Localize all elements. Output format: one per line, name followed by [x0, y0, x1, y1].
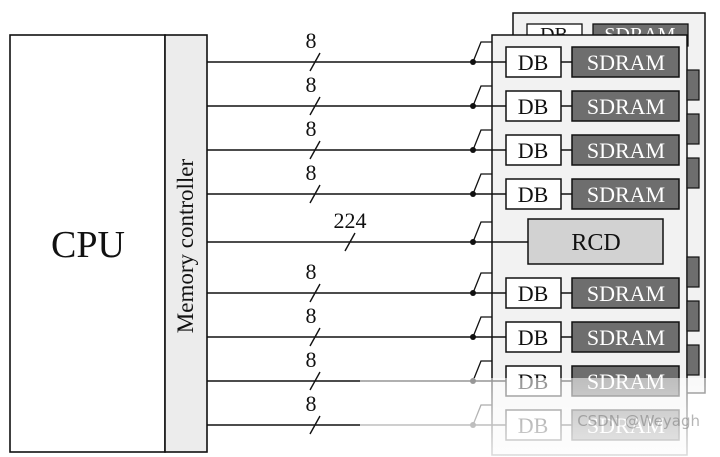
- bus-slash: [309, 140, 321, 160]
- bus-width-label: 224: [334, 208, 367, 233]
- bus-width-label: 8: [306, 303, 317, 328]
- rcd-block: [527, 218, 664, 265]
- sdram-chip-label: SDRAM: [587, 138, 665, 163]
- sdram-chip: [571, 90, 680, 122]
- db-chip: [505, 178, 562, 210]
- branch-line: [472, 173, 492, 195]
- db-chip-label: DB: [518, 325, 549, 350]
- bus-slash: [309, 184, 321, 204]
- sdram-chip-label: SDRAM: [587, 325, 665, 350]
- bus-slash: [309, 283, 321, 303]
- sdram-chip-label: SDRAM: [587, 50, 665, 75]
- db-chip-label: DB: [518, 182, 549, 207]
- bus-width-label: 8: [306, 347, 317, 372]
- sdram-chip-label: SDRAM: [587, 94, 665, 119]
- sdram-chip: [571, 178, 680, 210]
- sdram-chip: [571, 321, 680, 353]
- sdram-chip-label: SDRAM: [587, 281, 665, 306]
- branch-line: [472, 221, 492, 243]
- branch-line: [472, 272, 492, 294]
- cpu-block: [9, 34, 166, 453]
- watermark-fade: [360, 378, 720, 457]
- sdram-chip: [571, 134, 680, 166]
- memory-controller-block: [164, 34, 208, 453]
- branch-line: [472, 316, 492, 338]
- watermark-text: CSDN @Weyagh: [577, 412, 700, 430]
- memory-controller-label: Memory controller: [173, 158, 198, 333]
- bus-width-label: 8: [306, 116, 317, 141]
- db-chip: [505, 90, 562, 122]
- bus-width-label: 8: [306, 72, 317, 97]
- bus-slash: [309, 371, 321, 391]
- sdram-chip: [571, 277, 680, 309]
- bus-width-label: 8: [306, 259, 317, 284]
- branch-line: [472, 41, 492, 63]
- bus-lines: 8 8 8 8 224 8 8 8 8: [207, 28, 528, 435]
- sdram-chip: [571, 46, 680, 78]
- bus-slash: [309, 415, 321, 435]
- cpu-label: CPU: [51, 224, 125, 266]
- db-chip-label: DB: [518, 138, 549, 163]
- db-chip: [505, 277, 562, 309]
- db-chip: [505, 321, 562, 353]
- back-sdram-edges: [686, 69, 700, 376]
- branch-line: [472, 85, 492, 107]
- bus-slash: [309, 327, 321, 347]
- db-chip-label: DB: [518, 50, 549, 75]
- rcd-group: RCD: [527, 218, 664, 265]
- rcd-label: RCD: [571, 230, 620, 256]
- bus-width-label: 8: [306, 391, 317, 416]
- bus-width-label: 8: [306, 28, 317, 53]
- db-chip-label: DB: [518, 281, 549, 306]
- bus-width-label: 8: [306, 160, 317, 185]
- branch-line: [472, 360, 492, 382]
- branch-line: [472, 129, 492, 151]
- bus-slash: [344, 232, 356, 252]
- bus-slash: [309, 52, 321, 72]
- bus-slash: [309, 96, 321, 116]
- db-chip-label: DB: [518, 94, 549, 119]
- sdram-chip-label: SDRAM: [587, 182, 665, 207]
